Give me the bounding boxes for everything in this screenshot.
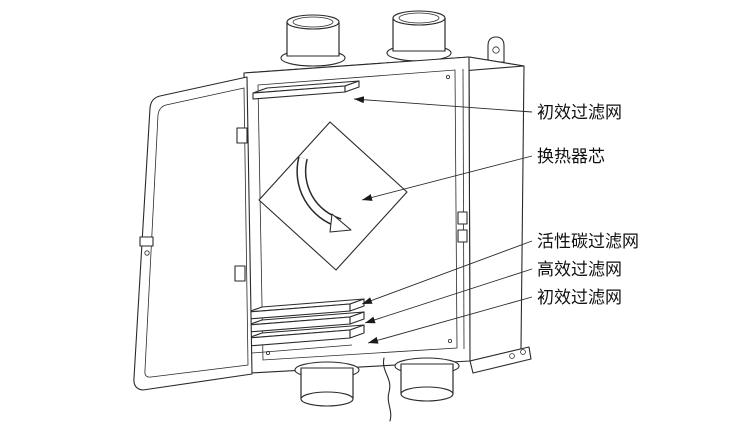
bottom-duct-right xyxy=(394,357,460,402)
leader-lines xyxy=(353,96,533,344)
leader-hepa-filter xyxy=(364,268,533,324)
cabinet-bottom-flange xyxy=(469,346,532,374)
bottom-duct-left xyxy=(294,361,360,407)
labels: 初效过滤网 换热器芯 活性碳过滤网 高效过滤网 初效过滤网 xyxy=(537,103,639,307)
heat-exchanger-core xyxy=(258,121,408,271)
hinge xyxy=(234,265,246,282)
leader-activated-carbon-filter xyxy=(361,240,533,305)
hinge xyxy=(236,127,248,144)
cabinet-door xyxy=(133,76,253,391)
label-bottom-primary-filter: 初效过滤网 xyxy=(537,288,622,307)
side-latch xyxy=(457,211,468,225)
power-cable xyxy=(382,357,392,422)
label-top-primary-filter: 初效过滤网 xyxy=(537,103,622,122)
label-heat-exchanger-core: 换热器芯 xyxy=(537,147,605,166)
filter-stack xyxy=(247,298,365,354)
leader-bottom-primary-filter xyxy=(367,296,533,344)
top-primary-filter-tray xyxy=(252,80,360,100)
airflow-arrow xyxy=(329,213,352,233)
label-activated-carbon-filter: 活性碳过滤网 xyxy=(537,232,639,251)
leader-heat-exchanger-core xyxy=(361,155,533,201)
hepa-filter-slab xyxy=(247,311,365,333)
door-latch xyxy=(139,236,154,256)
cabinet-side-panel xyxy=(468,56,525,362)
label-hepa-filter: 高效过滤网 xyxy=(537,260,622,279)
bottom-primary-filter-slab xyxy=(247,324,365,347)
hanging-tab xyxy=(487,36,505,65)
side-latch xyxy=(457,229,468,243)
top-duct-left xyxy=(280,14,346,67)
filter-rail xyxy=(251,344,353,354)
top-duct-right xyxy=(386,10,452,62)
leader-top-primary-filter xyxy=(353,96,533,113)
